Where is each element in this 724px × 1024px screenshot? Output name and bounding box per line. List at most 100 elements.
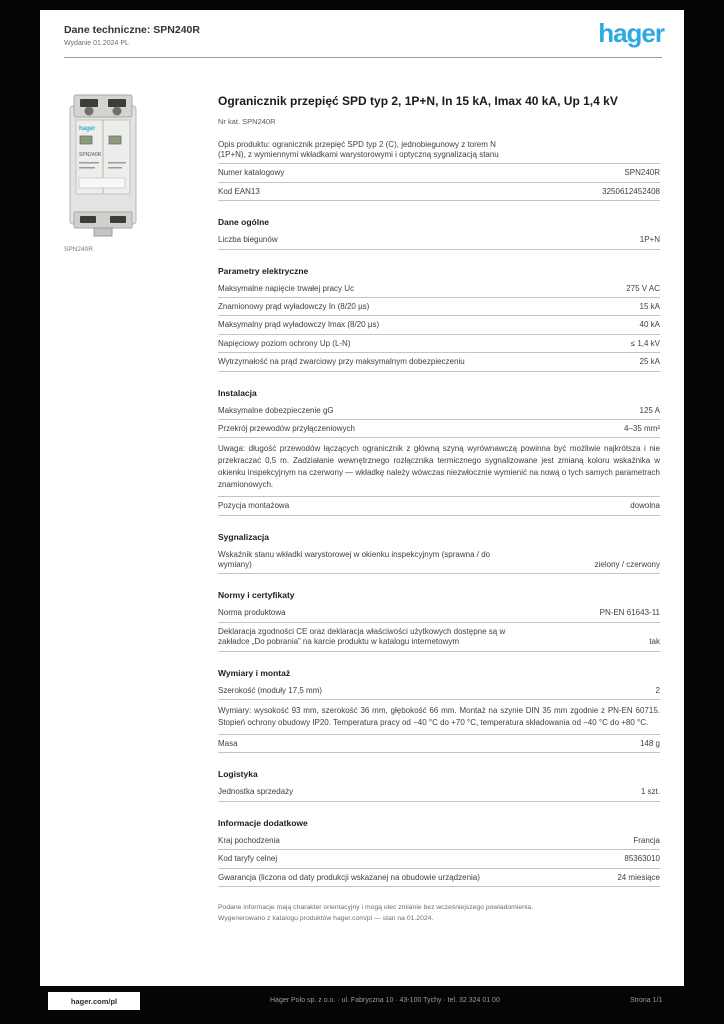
spec-label: Liczba biegunów	[218, 235, 278, 245]
spec-row: Pozycja montażowa dowolna	[218, 497, 660, 516]
spec-label: Masa	[218, 739, 238, 749]
spec-label: Pozycja montażowa	[218, 501, 290, 511]
section-title: Normy i certyfikaty	[218, 590, 295, 601]
document-title: Dane techniczne: SPN240R	[64, 24, 200, 36]
spec-label: Maksymalne dobezpieczenie gG	[218, 405, 334, 415]
spec-row: Przekrój przewodów przyłączeniowych 4–35 …	[218, 420, 660, 439]
spec-label: Numer katalogowy	[218, 168, 285, 178]
spec-value: 2	[655, 685, 660, 695]
spec-value: 15 kA	[639, 301, 660, 311]
spec-value: PN-EN 61643-11	[599, 608, 660, 618]
footnote-line: Podane informacje mają charakter orienta…	[218, 903, 534, 911]
section-title: Informacje dodatkowe	[218, 817, 308, 828]
spec-value: Francja	[633, 835, 660, 845]
spec-row: Liczba biegunów 1P+N	[218, 231, 660, 250]
main-column: Ogranicznik przepięć SPD typ 2, 1P+N, In…	[218, 94, 660, 925]
spec-row: Opis produktu: ogranicznik przepięć SPD …	[218, 136, 660, 165]
spec-row: Kraj pochodzenia Francja	[218, 832, 660, 851]
section-title: Sygnalizacja	[218, 531, 270, 542]
section-title: Parametry elektryczne	[218, 265, 309, 276]
hager-logo: hager	[598, 18, 665, 48]
spec-label: Maksymalne napięcie trwałej pracy Uc	[218, 283, 355, 293]
spec-label: Przekrój przewodów przyłączeniowych	[218, 423, 355, 433]
spec-row: Maksymalne napięcie trwałej pracy Uc 275 …	[218, 280, 660, 298]
spec-note: Wymiary: wysokość 93 mm, szerokość 36 mm…	[218, 700, 660, 736]
product-caption: SPN240R	[64, 246, 93, 253]
spec-label: Kraj pochodzenia	[218, 835, 280, 845]
datasheet-page: Dane techniczne: SPN240R Wydanie 01.2024…	[40, 10, 684, 986]
spec-value: 24 miesiące	[617, 872, 660, 882]
spec-value: ≤ 1,4 kV	[630, 338, 660, 348]
spec-value: 25 kA	[639, 357, 660, 367]
footer-site-link[interactable]: hager.com/pl	[48, 992, 140, 1010]
footer-page-number: Strona 1/1	[630, 997, 663, 1004]
spec-value: dowolna	[630, 501, 660, 511]
spec-row: Kod taryfy celnej 85363010	[218, 850, 660, 869]
spec-sections: Opis produktu: ogranicznik przepięć SPD …	[218, 136, 660, 887]
spec-label: Szerokość (moduły 17,5 mm)	[218, 685, 323, 695]
spec-row: Maksymalne dobezpieczenie gG 125 A	[218, 402, 660, 420]
spec-label: Maksymalny prąd wyładowczy Imax (8/20 µs…	[218, 320, 380, 330]
spec-value: 125 A	[639, 405, 660, 415]
spec-label: Opis produktu: ogranicznik przepięć SPD …	[218, 139, 499, 159]
spec-value: 4–35 mm²	[623, 423, 660, 433]
spec-label: Napięciowy poziom ochrony Up (L-N)	[218, 338, 351, 348]
spec-note: Uwaga: długość przewodów łączących ogran…	[218, 438, 660, 498]
spec-row: Kod EAN13 3250612452408	[218, 183, 660, 202]
spec-row: Deklaracja zgodności CE oraz deklaracja …	[218, 623, 660, 652]
spec-value: 3250612452408	[602, 186, 660, 196]
spec-row: Wytrzymałość na prąd zwarciowy przy maks…	[218, 353, 660, 372]
spec-row: Napięciowy poziom ochrony Up (L-N) ≤ 1,4 …	[218, 335, 660, 354]
spec-label: Deklaracja zgodności CE oraz deklaracja …	[218, 626, 506, 647]
document-subtitle: Wydanie 01.2024 PL	[64, 40, 129, 47]
spec-value: 275 V AC	[626, 283, 660, 293]
spec-row: Numer katalogowy SPN240R	[218, 164, 660, 183]
spec-value: 1P+N	[639, 235, 660, 245]
section-title: Dane ogólne	[218, 217, 270, 228]
surge-protector-illustration: hager SPN240R	[69, 94, 137, 237]
spec-section: Opis produktu: ogranicznik przepięć SPD …	[218, 136, 660, 202]
product-reference: Nr kat. SPN240R	[218, 116, 276, 126]
spec-value: tak	[649, 637, 660, 647]
header-divider	[64, 57, 662, 58]
section-title: Wymiary i montaż	[218, 667, 291, 678]
spec-label: Kod taryfy celnej	[218, 854, 278, 864]
spec-value: zielony / czerwony	[594, 560, 660, 570]
footer-company-info: Hager Polo sp. z o.o. · ul. Fabryczna 10…	[270, 997, 500, 1004]
spec-row: Szerokość (moduły 17,5 mm) 2	[218, 682, 660, 701]
footnotes: Podane informacje mają charakter orienta…	[218, 903, 660, 925]
spec-label: Kod EAN13	[218, 186, 260, 196]
device-brand-label: hager	[79, 126, 96, 132]
spec-row: Znamionowy prąd wyładowczy In (8/20 µs)1…	[218, 298, 660, 317]
section-title: Instalacja	[218, 387, 257, 398]
spec-row: Jednostka sprzedaży 1 szt.	[218, 783, 660, 802]
device-ref-label: SPN240R	[79, 152, 102, 158]
spec-label: Gwarancja (liczona od daty produkcji wsk…	[218, 872, 480, 882]
spec-label: Norma produktowa	[218, 608, 286, 618]
spec-value: 40 kA	[639, 320, 660, 330]
spec-row: Norma produktowa PN-EN 61643-11	[218, 604, 660, 623]
spec-label: Wytrzymałość na prąd zwarciowy przy maks…	[218, 357, 465, 367]
section-title: Logistyka	[218, 769, 258, 780]
spec-label: Wskaźnik stanu wkładki warystorowej w ok…	[218, 549, 491, 570]
spec-row: Wskaźnik stanu wkładki warystorowej w ok…	[218, 546, 660, 575]
spec-label: Jednostka sprzedaży	[218, 787, 294, 797]
product-title: Ogranicznik przepięć SPD typ 2, 1P+N, In…	[218, 94, 618, 108]
spec-value: 1 szt.	[640, 787, 660, 797]
spec-row: Gwarancja (liczona od daty produkcji wsk…	[218, 869, 660, 887]
spec-row: Maksymalny prąd wyładowczy Imax (8/20 µs…	[218, 316, 660, 335]
product-image: hager SPN240R	[64, 90, 142, 240]
footnote-line: Wygenerowano z katalogu produktów hager.…	[218, 914, 434, 922]
spec-value: SPN240R	[624, 168, 660, 178]
spec-value: 85363010	[624, 854, 660, 864]
